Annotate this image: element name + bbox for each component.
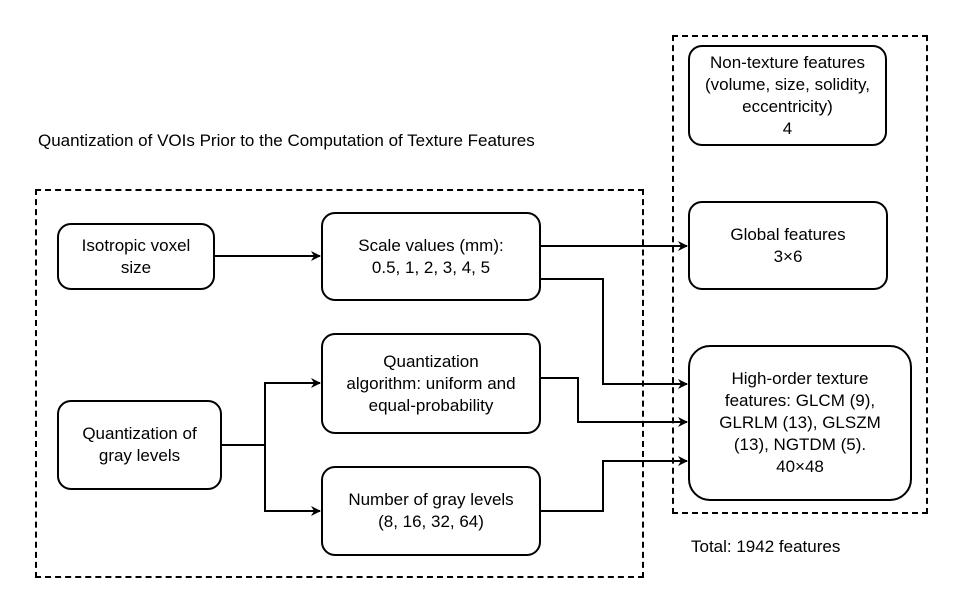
node-text-line: gray levels: [98, 446, 181, 465]
node-text-line: 4: [782, 118, 793, 138]
node-text-line: GLRLM (13), GLSZM: [719, 413, 881, 432]
edge-algorithm-to-high-order: [540, 377, 688, 427]
node-text-line: Global features: [730, 224, 846, 244]
edge-quantization-to-gray-levels: [264, 445, 321, 516]
node-non-texture-features: Non-texture features (volume, size, soli…: [688, 45, 887, 146]
node-text-line: (13), NGTDM (5).: [733, 435, 867, 454]
node-quantization-of-gray-levels: Quantization of gray levels: [57, 400, 222, 490]
node-scale-values: Scale values (mm): 0.5, 1, 2, 3, 4, 5: [321, 212, 541, 301]
edge-quantization-to-algorithm: [221, 378, 321, 446]
total-features-label: Total: 1942 features: [691, 537, 841, 556]
node-text-line: eccentricity): [742, 96, 833, 116]
node-text-line: Scale values (mm):: [358, 235, 504, 255]
node-text-line: Quantization of: [82, 424, 197, 443]
node-text-line: Isotropic voxel: [81, 235, 191, 255]
node-text-line: 3×6: [773, 246, 803, 266]
node-text-line: Quantization: [383, 351, 479, 371]
node-global-features: Global features 3×6: [688, 201, 888, 290]
node-text-line: (8, 16, 32, 64): [378, 512, 484, 531]
node-text-line: size: [120, 257, 152, 277]
node-high-order-texture-features: High-order texture features: GLCM (9), G…: [688, 345, 912, 501]
quantization-group: [35, 189, 644, 578]
node-text-line: Number of gray levels: [348, 490, 514, 509]
node-text-line: Non-texture features: [710, 52, 865, 72]
node-text-line: 40×48: [776, 457, 824, 476]
node-text-line: features: GLCM (9),: [724, 391, 876, 410]
node-text-line: 0.5, 1, 2, 3, 4, 5: [371, 257, 491, 277]
node-isotropic-voxel-size: Isotropic voxel size: [57, 223, 215, 290]
node-text-line: equal-probability: [368, 395, 494, 415]
edge-scale-to-high-order: [540, 278, 688, 389]
node-text-line: High-order texture: [731, 369, 869, 388]
features-group: [672, 35, 928, 514]
node-text-line: (volume, size, solidity,: [704, 74, 870, 94]
node-number-of-gray-levels: Number of gray levels (8, 16, 32, 64): [321, 466, 541, 556]
node-quantization-algorithm: Quantization algorithm: uniform and equa…: [321, 333, 541, 434]
edge-gray-levels-to-high-order: [540, 456, 688, 512]
diagram-title: Quantization of VOIs Prior to the Comput…: [38, 131, 535, 150]
node-text-line: algorithm: uniform and: [346, 373, 516, 393]
